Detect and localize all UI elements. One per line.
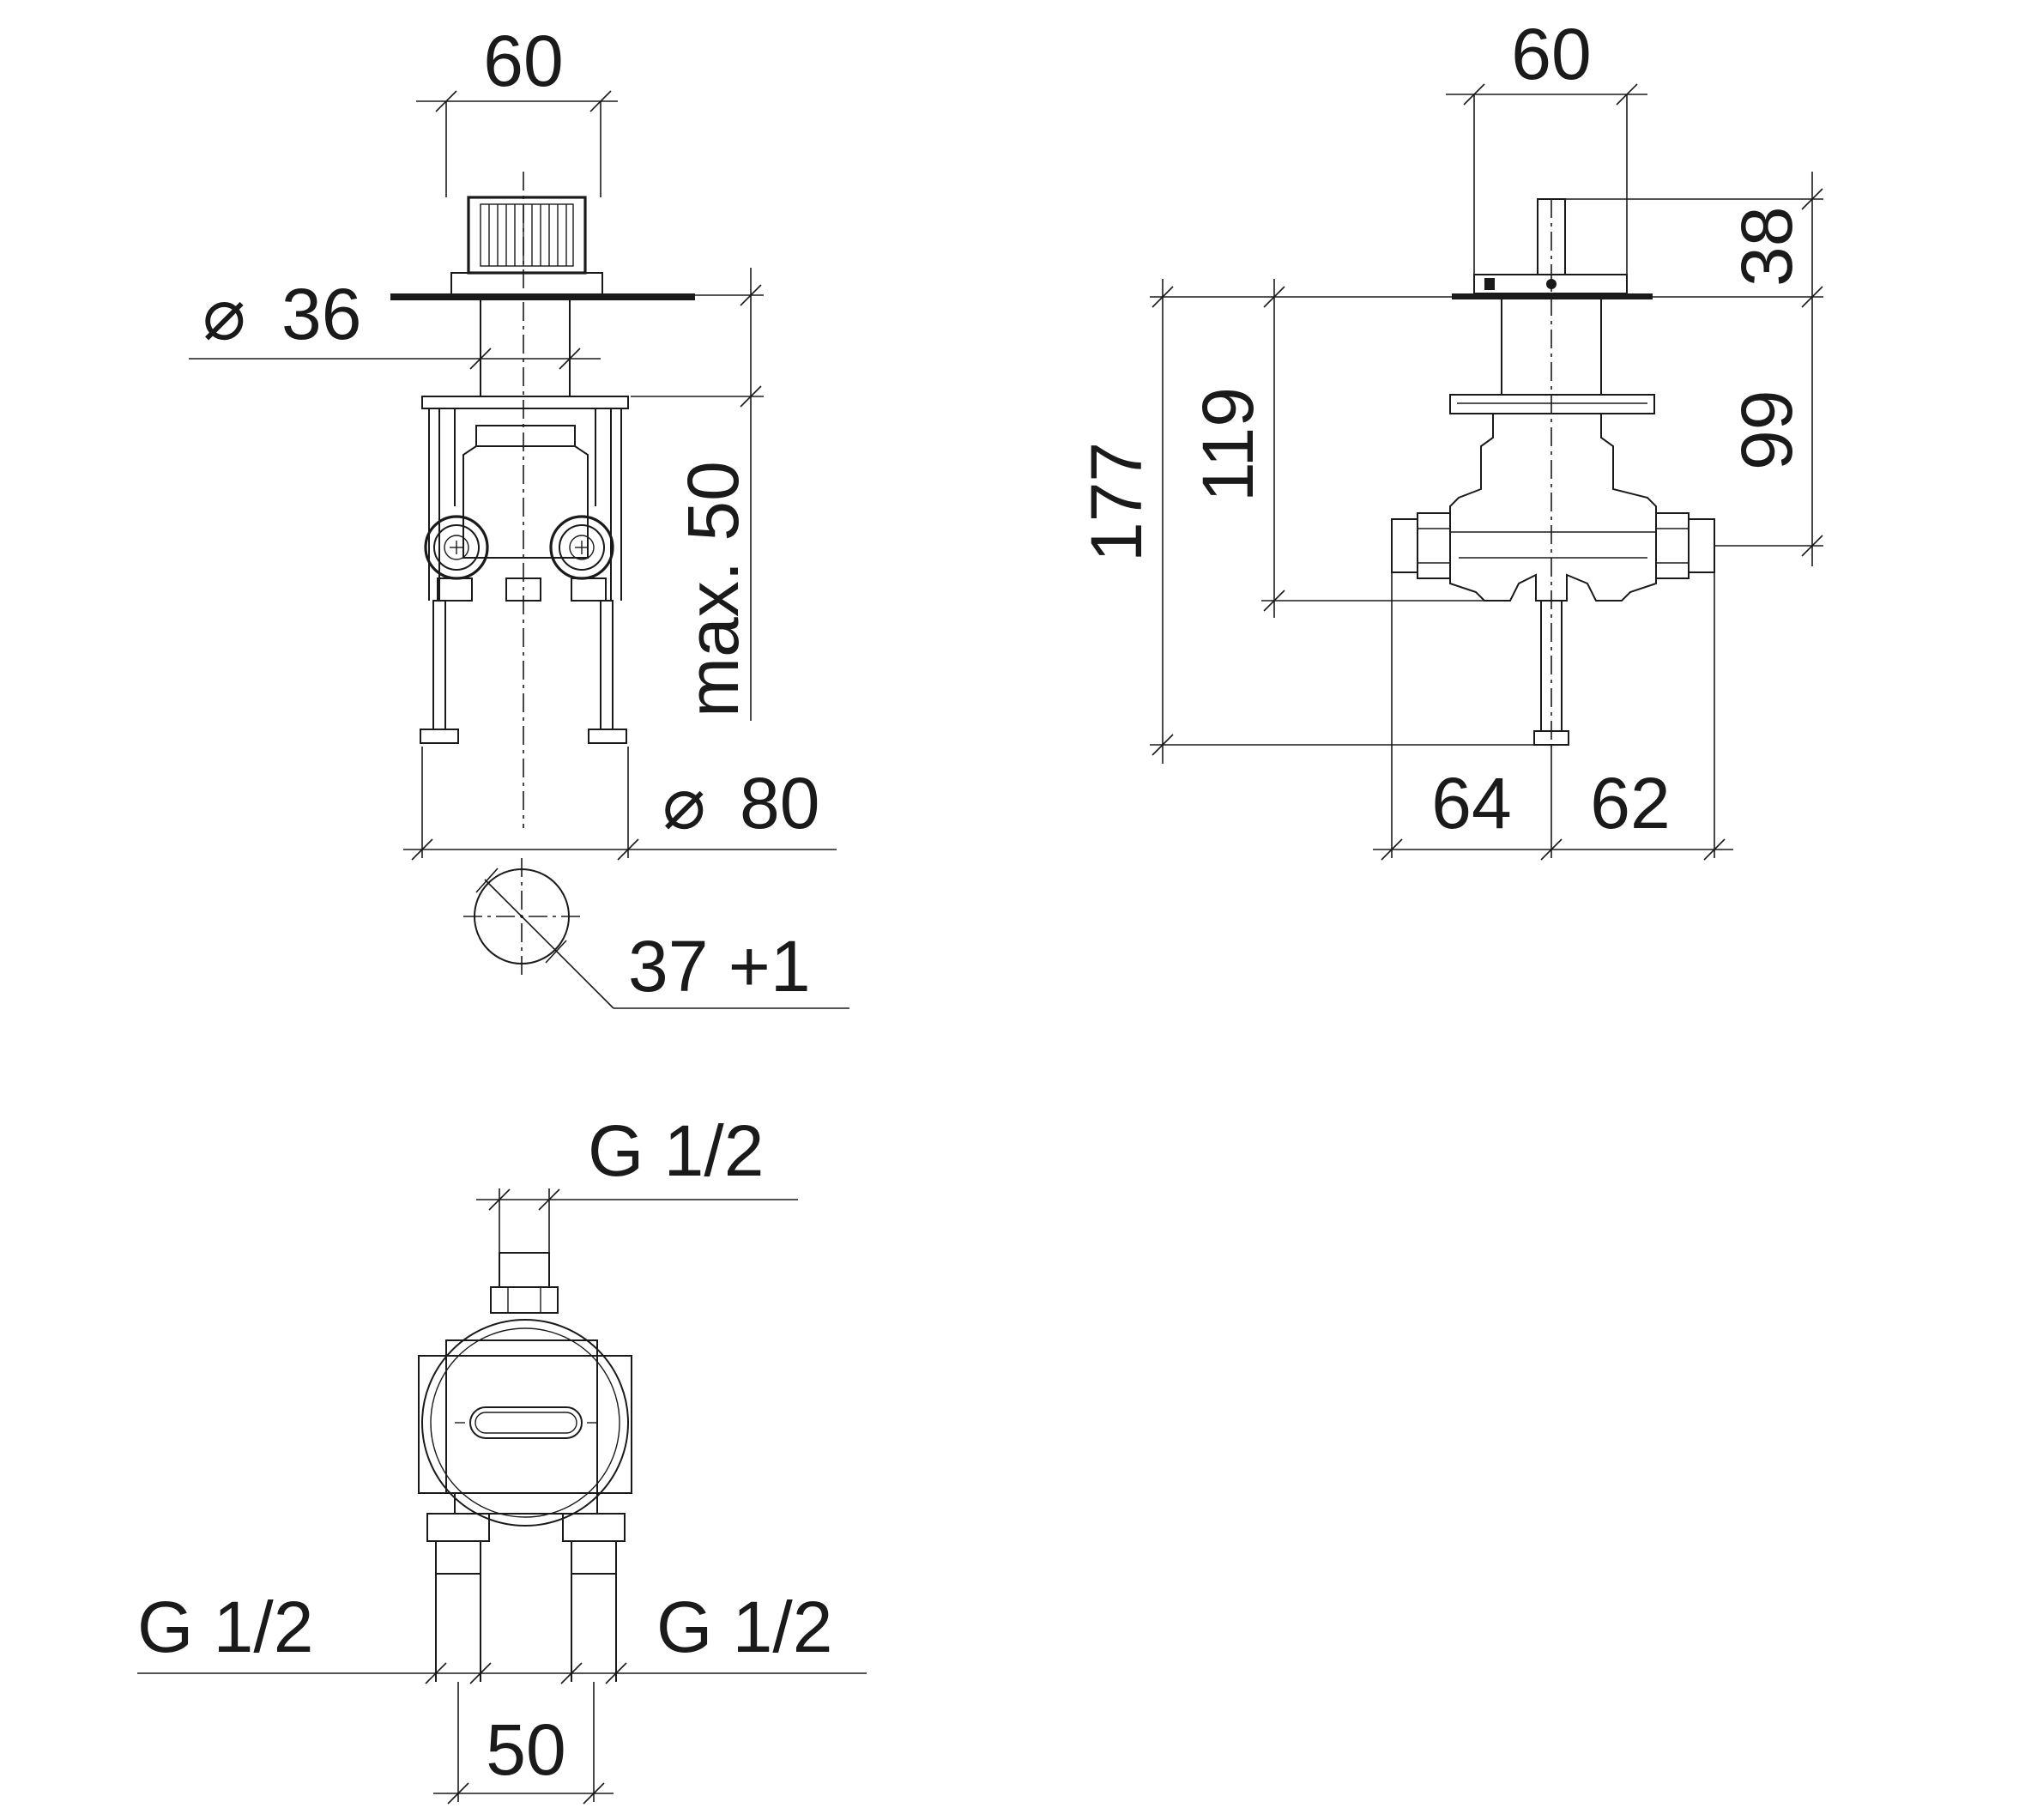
front-connection-left (424, 515, 489, 580)
front-depth-label: max. 50 (673, 461, 753, 717)
side-right-width-label: 62 (1590, 763, 1670, 843)
bottom-connection-left (426, 1513, 490, 1682)
bottom-top-connection (499, 1252, 550, 1288)
front-core-drill-label: 37 +1 (628, 926, 811, 1007)
bottom-label-slot (469, 1406, 583, 1439)
front-cutout-diameter-symbol: ⌀ (662, 763, 706, 843)
side-connection-left (1391, 512, 1451, 579)
front-foot-right (588, 729, 627, 744)
front-view: 60 ⌀ 36 max. 50 ⌀ 80 37 +1 (189, 21, 849, 1009)
bottom-connection-right (562, 1513, 626, 1682)
side-wall-plate (1452, 293, 1653, 299)
front-wall-plate (390, 293, 695, 300)
side-valve-body (1449, 413, 1657, 602)
front-cutout-diameter-label: 80 (740, 763, 819, 843)
front-foot-left (420, 729, 459, 744)
bottom-top-thread-label: G 1/2 (588, 1110, 764, 1191)
front-handle (467, 196, 587, 275)
bottom-left-thread-label: G 1/2 (137, 1587, 313, 1667)
front-handle-knurl (480, 203, 574, 267)
side-flange (1449, 394, 1655, 414)
bottom-body-circle (421, 1319, 629, 1527)
bottom-view: G 1/2 G 1/2 G 1/2 50 (137, 1110, 867, 1805)
bottom-spacing-label: 50 (486, 1709, 565, 1790)
front-rosette-diameter-symbol: ⌀ (203, 274, 246, 354)
front-rosette-ring (450, 272, 603, 296)
front-width-label: 60 (483, 21, 563, 101)
side-connection-height-label: 99 (1726, 390, 1807, 470)
side-body-height-label: 119 (1188, 387, 1268, 502)
side-connection-right (1655, 512, 1715, 579)
side-view: 60 38 99 177 119 64 62 (1076, 14, 1823, 861)
front-frame-top (421, 396, 629, 409)
side-width-label: 60 (1511, 14, 1591, 94)
bottom-right-thread-label: G 1/2 (656, 1587, 832, 1667)
side-left-width-label: 64 (1431, 763, 1511, 843)
side-handle-height-label: 38 (1726, 207, 1807, 287)
front-connection-right (549, 515, 614, 580)
side-total-height-label: 177 (1076, 442, 1157, 562)
front-rosette-diameter-label: 36 (281, 274, 361, 354)
